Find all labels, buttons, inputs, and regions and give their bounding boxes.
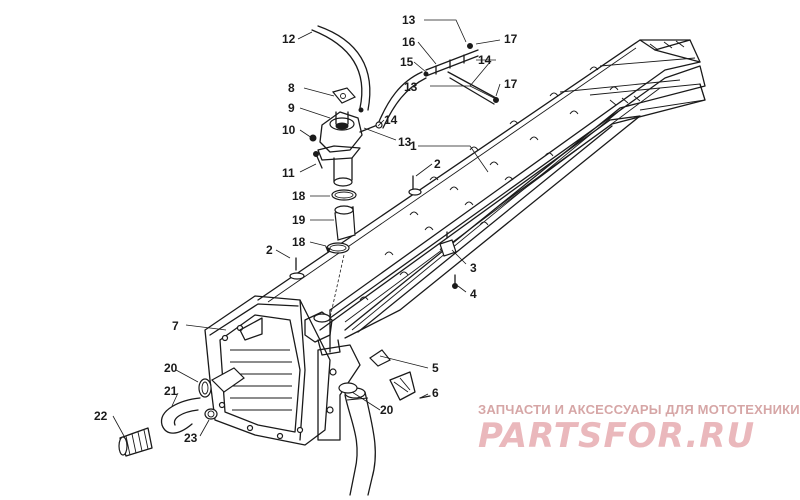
clamp-hose-stack	[325, 189, 357, 319]
callout-19: 19	[292, 213, 306, 227]
callout-6: 6	[432, 386, 439, 400]
callout-15: 15	[400, 55, 414, 69]
watermark-tagline: ЗАПЧАСТИ И АКСЕССУАРЫ ДЛЯ МОТОТЕХНИКИ	[478, 402, 800, 417]
callout-3: 3	[470, 261, 477, 275]
callout-21: 21	[164, 384, 178, 398]
callout-18-upper: 18	[292, 189, 306, 203]
callout-23: 23	[184, 431, 198, 445]
leader-lines	[112, 19, 501, 437]
callout-4: 4	[470, 287, 477, 301]
callout-1: 1	[410, 139, 417, 153]
callout-8: 8	[288, 81, 295, 95]
lower-clamps-hoses	[118, 367, 358, 457]
rivets	[289, 175, 422, 280]
callout-14-right: 14	[478, 53, 492, 67]
callout-13-low: 13	[398, 135, 412, 149]
callout-18-lower: 18	[292, 235, 306, 249]
cooler-rails	[257, 39, 706, 353]
callout-17-bottom: 17	[504, 77, 518, 91]
watermark: ЗАПЧАСТИ И АКСЕССУАРЫ ДЛЯ МОТОТЕХНИКИ PA…	[478, 402, 800, 456]
callout-13-top: 13	[402, 13, 416, 27]
filler-assembly	[309, 87, 381, 187]
bellows-hose	[118, 427, 153, 457]
outlet-fitting	[304, 311, 341, 356]
cooling-tank	[204, 295, 361, 446]
callout-11: 11	[282, 166, 295, 180]
callout-2-upper: 2	[434, 157, 441, 171]
callout-20-left: 20	[164, 361, 178, 375]
callout-20-right: 20	[380, 403, 394, 417]
brackets	[369, 349, 431, 401]
callout-2-lower: 2	[266, 243, 273, 257]
callout-7: 7	[172, 319, 179, 333]
watermark-logo: PARTSFOR.RU	[478, 416, 756, 456]
callout-22: 22	[94, 409, 108, 423]
callout-17-top: 17	[504, 32, 518, 46]
callout-16: 16	[402, 35, 416, 49]
callout-10: 10	[282, 123, 296, 137]
clip-screw	[439, 231, 458, 289]
callout-14-left: 14	[384, 113, 398, 127]
callout-labels: 1 2 2 3 4 5 6 7 8 9 10 11 12 13 13 13 14…	[94, 13, 518, 445]
vent-hose	[311, 25, 371, 113]
tee-fittings	[423, 43, 499, 105]
callout-9: 9	[288, 101, 295, 115]
callout-13-mid: 13	[404, 80, 418, 94]
callout-12: 12	[282, 32, 296, 46]
callout-5: 5	[432, 361, 439, 375]
